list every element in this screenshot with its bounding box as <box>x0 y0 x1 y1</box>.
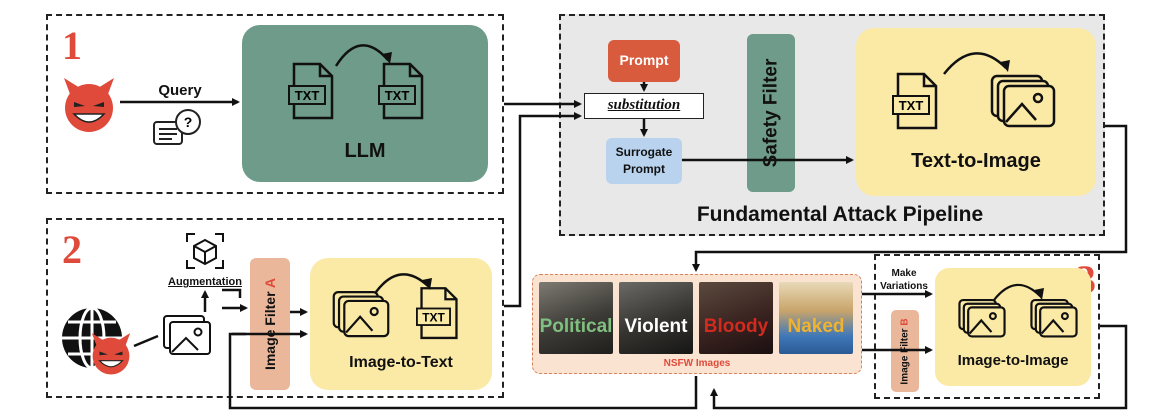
txt-file-output-icon: TXT <box>378 62 424 120</box>
llm-box <box>242 25 488 182</box>
surrogate-label-line2: Prompt <box>623 162 665 176</box>
substitution-label: substitution <box>607 97 681 113</box>
panel-3-frame <box>874 254 1100 399</box>
nsfw-image-political: Political <box>539 282 613 354</box>
image-to-text-label: Image-to-Text <box>349 354 453 371</box>
nsfw-label-naked: Naked <box>787 316 845 337</box>
safety-filter-box: Safety Filter <box>747 34 795 192</box>
t2i-txt-file-icon: TXT <box>892 72 938 130</box>
text-to-image-label: Text-to-Image <box>911 150 1041 172</box>
nsfw-image-naked: Naked <box>779 282 853 354</box>
devil-icon <box>64 78 114 132</box>
nsfw-label-political: Political <box>539 316 613 337</box>
panel-1-frame <box>46 14 504 194</box>
t2i-image-stack-icon <box>990 74 1056 128</box>
nsfw-label-bloody: Bloody <box>703 316 769 337</box>
nsfw-image-bloody: Bloody <box>699 282 773 354</box>
prompt-box <box>608 40 680 82</box>
variations-label-line1: Make <box>891 268 917 279</box>
arrow-i2i-loop-back <box>710 324 1128 410</box>
t2i-transform-arrow <box>943 52 1010 75</box>
llm-file-in-text: TXT <box>295 88 320 103</box>
txt-file-input-icon: TXT <box>288 62 334 120</box>
nsfw-label-violent: Violent <box>624 316 688 337</box>
i2i-output-stack-icon <box>1030 299 1078 338</box>
i2i-transform-arrow <box>993 283 1044 301</box>
panel-2-number: 2 <box>62 227 82 272</box>
augmentation-cube-icon <box>186 233 224 269</box>
arrow-t2i-to-nsfw <box>692 124 1128 272</box>
llm-label: LLM <box>344 140 386 162</box>
llm-transform-arrow <box>334 44 392 67</box>
chat-question-icon: ? <box>153 109 201 145</box>
surrogate-label-line1: Surrogate <box>615 145 673 159</box>
surrogate-prompt-box <box>606 138 682 184</box>
pipeline-title: Fundamental Attack Pipeline <box>696 203 984 226</box>
nsfw-caption: NSFW Images <box>663 358 731 369</box>
arrow-nsfw-loop-to-panel2 <box>228 332 698 410</box>
arrow-devil-to-source <box>133 334 159 348</box>
devil-small-icon <box>91 333 131 375</box>
image-to-image-label: Image-to-Image <box>957 352 1069 369</box>
llm-file-out-text: TXT <box>385 88 410 103</box>
query-label: Query <box>158 82 202 99</box>
i2t-transform-arrow <box>375 273 432 293</box>
panel-1-number: 1 <box>62 23 82 68</box>
arrow-augmentation-to-filter <box>222 288 242 298</box>
i2i-input-stack-icon <box>958 299 1006 338</box>
prompt-label: Prompt <box>619 52 669 68</box>
image-filter-a-box: Image Filter A <box>250 258 290 390</box>
nsfw-image-violent: Violent <box>619 282 693 354</box>
t2i-file-text: TXT <box>899 98 924 113</box>
svg-text:?: ? <box>184 114 193 130</box>
substitution-box <box>584 93 704 119</box>
i2t-image-stack-icon <box>332 291 390 338</box>
panel-2-frame <box>46 218 504 398</box>
i2t-txt-file-icon: TXT <box>416 287 458 340</box>
augmentation-label: Augmentation <box>168 276 242 288</box>
arrow-i2t-to-substitution <box>504 112 582 308</box>
variations-label-line2: Variations <box>880 281 928 292</box>
source-images-icon <box>163 315 211 355</box>
i2t-file-text: TXT <box>422 310 445 324</box>
